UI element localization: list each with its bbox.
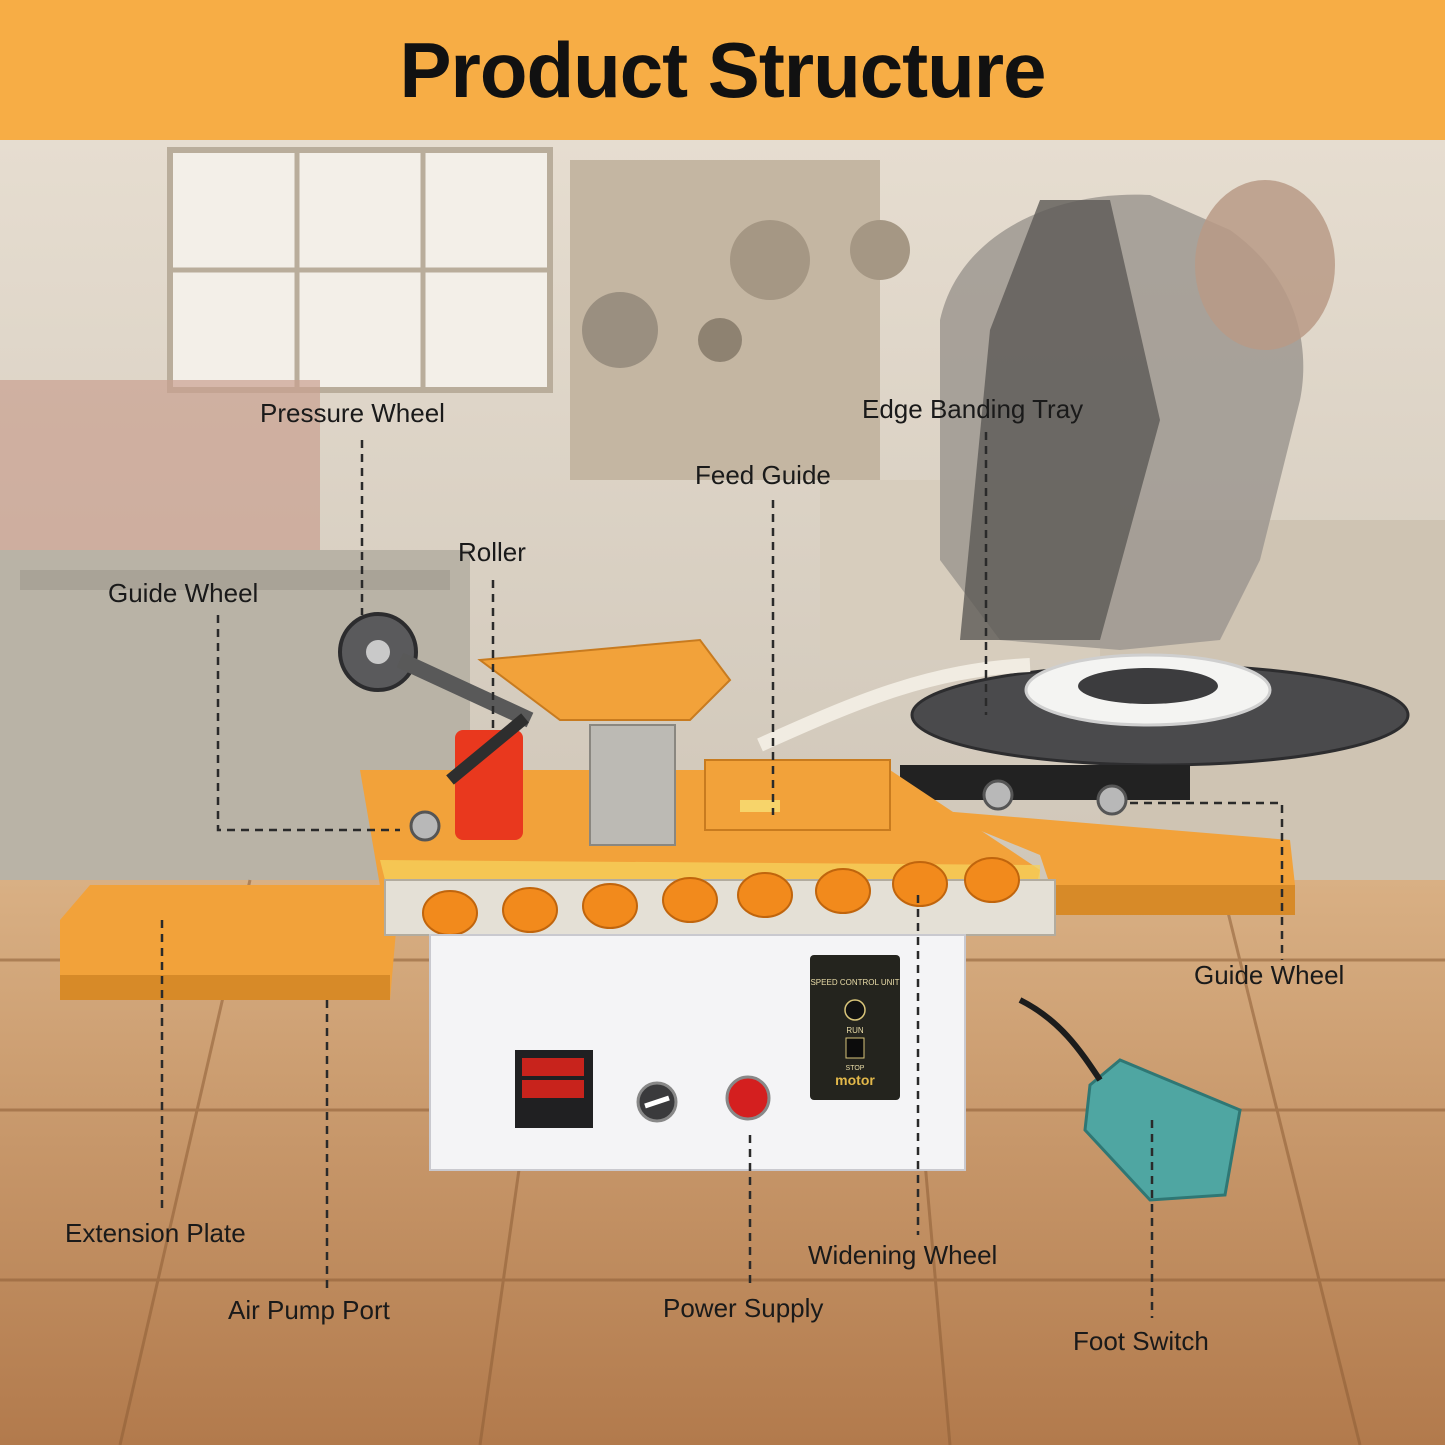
roller-assembly <box>589 724 676 846</box>
label-feed-guide: Feed Guide <box>695 460 831 490</box>
speed-control-unit <box>810 955 900 1100</box>
label-guide-wheel-right: Guide Wheel <box>1194 960 1345 990</box>
orange-cover <box>477 638 732 721</box>
run-text: RUN <box>846 1026 864 1035</box>
guide-wheel-right-part-b <box>1096 784 1128 816</box>
product-scene: SPEED CONTROL UNIT RUN STOP motor <box>0 140 1445 1445</box>
guide-wheel-right-part-a <box>982 779 1014 811</box>
edge-band-strip <box>757 658 1031 752</box>
stop-text: STOP <box>846 1065 865 1072</box>
worker-head <box>1195 180 1335 350</box>
label-pressure-wheel: Pressure Wheel <box>260 398 445 428</box>
label-power-supply: Power Supply <box>663 1293 824 1323</box>
roller-rail <box>384 879 1056 936</box>
feed-guide-block <box>704 759 891 831</box>
page-title: Product Structure <box>399 25 1046 114</box>
label-extension-plate: Extension Plate <box>65 1218 246 1248</box>
foot-switch-pedal <box>1083 1058 1242 1202</box>
title-banner: Product Structure <box>0 0 1445 140</box>
label-foot-switch: Foot Switch <box>1073 1326 1209 1356</box>
power-switch <box>725 1075 771 1121</box>
extension-plate-left <box>60 885 400 1000</box>
label-widening-wheel: Widening Wheel <box>808 1240 998 1270</box>
label-air-pump-port: Air Pump Port <box>228 1295 390 1325</box>
motor-text: motor <box>835 1072 875 1088</box>
guide-wheel-left-part <box>409 810 441 842</box>
label-edge-banding-tray: Edge Banding Tray <box>862 394 1084 424</box>
speed-unit-text: SPEED CONTROL UNIT <box>810 978 899 987</box>
label-roller: Roller <box>458 537 526 567</box>
label-guide-wheel-left: Guide Wheel <box>108 578 259 608</box>
left-machinery <box>0 380 320 550</box>
roller-row <box>422 857 1020 936</box>
callout-lines <box>160 432 1284 1318</box>
